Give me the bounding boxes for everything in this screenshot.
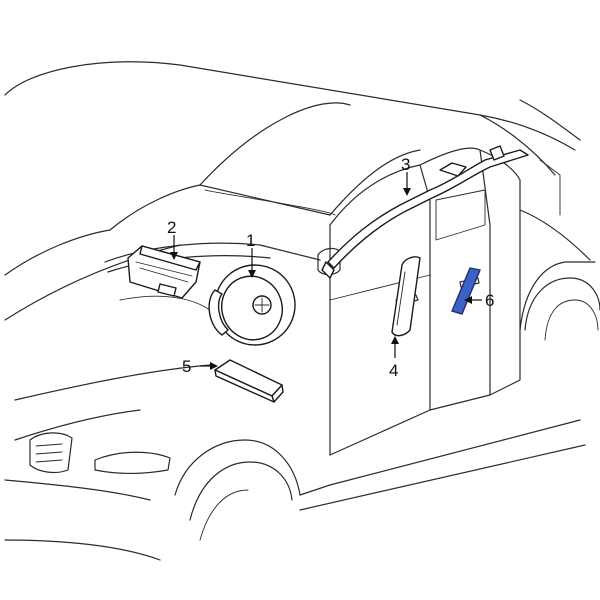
curtain-airbag xyxy=(321,145,529,279)
car-outline xyxy=(4,61,600,561)
callout-3: 3 xyxy=(401,155,410,174)
steering-wheel-airbag xyxy=(208,264,296,346)
callout-2: 2 xyxy=(167,218,176,237)
callout-1: 1 xyxy=(246,231,255,250)
passenger-airbag xyxy=(127,245,201,299)
callout-6: 6 xyxy=(485,291,494,310)
leader-lines xyxy=(170,172,482,370)
knee-airbag xyxy=(214,359,284,403)
callout-5: 5 xyxy=(182,357,191,376)
callout-4: 4 xyxy=(389,361,398,380)
callout-labels: 1 2 3 4 5 6 xyxy=(167,155,494,380)
seat-side-airbag xyxy=(391,256,421,337)
highlighted-part-6 xyxy=(451,267,481,315)
